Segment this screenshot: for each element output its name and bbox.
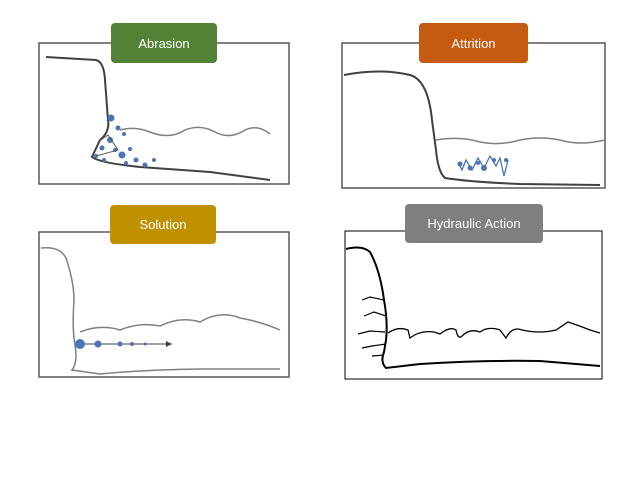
- abrasion-pebbles: [94, 114, 156, 168]
- solution-cliff-line: [40, 246, 280, 375]
- hydraulic-cracks: [357, 296, 387, 357]
- attrition-water-line: [435, 137, 606, 145]
- abrasion-water-line: [119, 126, 271, 137]
- abrasion-arrows: [95, 134, 119, 157]
- hydraulic-title: Hydraulic Action: [405, 204, 543, 243]
- solution-particles: [75, 339, 147, 349]
- attrition-pebbles: [457, 158, 508, 171]
- attrition-title: Attrition: [419, 23, 528, 63]
- hydraulic-cliff-line: [345, 246, 601, 370]
- abrasion-cliff-line: [45, 56, 271, 181]
- solution-title: Solution: [110, 205, 216, 244]
- abrasion-title: Abrasion: [111, 23, 217, 63]
- attrition-cliff-line: [343, 70, 601, 186]
- hydraulic-water-line: [387, 321, 601, 340]
- solution-water-line: [79, 314, 281, 333]
- solution-arrowhead: [166, 341, 172, 347]
